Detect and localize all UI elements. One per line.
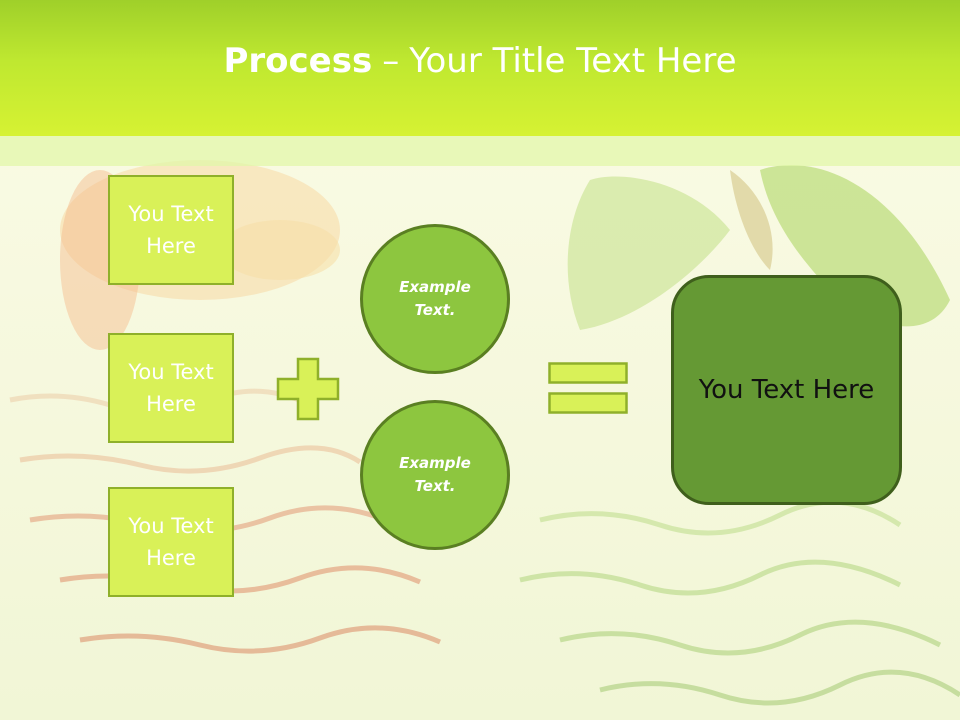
example-circle-1-line1: Example	[399, 278, 471, 296]
text-box-2-line1: You Text	[128, 360, 214, 384]
text-box-2[interactable]: You Text Here	[108, 333, 234, 443]
example-circle-2-line1: Example	[399, 454, 471, 472]
title-bar: Process–Your Title Text Here	[0, 0, 960, 136]
example-circle-2-line2: Text.	[414, 477, 456, 495]
example-circle-1[interactable]: Example Text.	[360, 224, 510, 374]
example-circle-2[interactable]: Example Text.	[360, 400, 510, 550]
text-box-3-line1: You Text	[128, 514, 214, 538]
example-circle-1-text: Example Text.	[399, 276, 471, 322]
result-box-label: You Text Here	[698, 375, 875, 405]
text-box-1-line1: You Text	[128, 202, 214, 226]
text-box-2-label: You Text Here	[128, 356, 213, 420]
text-box-1[interactable]: You Text Here	[108, 175, 234, 285]
text-box-3[interactable]: You Text Here	[108, 487, 234, 597]
title-bold-part: Process	[223, 41, 373, 81]
example-circle-2-text: Example Text.	[399, 452, 471, 498]
plus-icon	[276, 357, 340, 421]
title-underband	[0, 136, 960, 166]
text-box-3-line2: Here	[146, 546, 196, 570]
result-box[interactable]: You Text Here	[671, 275, 902, 505]
slide-title: Process–Your Title Text Here	[223, 41, 736, 81]
text-box-3-label: You Text Here	[128, 510, 213, 574]
title-dash: –	[382, 41, 400, 81]
text-box-2-line2: Here	[146, 392, 196, 416]
text-box-1-label: You Text Here	[128, 198, 213, 262]
example-circle-1-line2: Text.	[414, 301, 456, 319]
text-box-1-line2: Here	[146, 234, 196, 258]
title-rest: Your Title Text Here	[409, 41, 737, 81]
equals-icon	[548, 362, 628, 414]
